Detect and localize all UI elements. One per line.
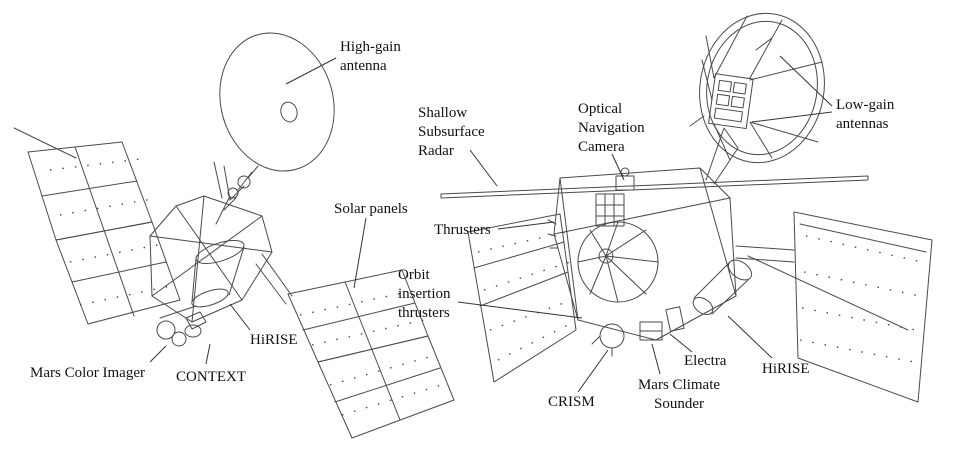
high-gain-dish-right-view [689, 12, 825, 185]
label-optical-navigation-camera: Optical Navigation Camera [578, 101, 645, 155]
spacecraft-bus-right-view [547, 167, 737, 341]
hirise-telescope-left-view [191, 239, 245, 308]
right-solar-array-right-view [735, 211, 933, 403]
label-electra: Electra [684, 353, 727, 369]
label-low-gain-antennas: Low-gain antennas [836, 97, 895, 132]
right-spacecraft-view [440, 12, 933, 403]
label-thrusters: Thrusters [434, 222, 491, 238]
label-mars-climate-sounder: Mars Climate Sounder [637, 377, 721, 412]
label-hirise-right: HiRISE [762, 361, 810, 377]
shallow-subsurface-radar-boom [440, 175, 869, 199]
bottom-instruments-right-view [591, 259, 753, 357]
label-context: CONTEXT [176, 369, 246, 385]
high-gain-antenna-dish [215, 32, 335, 225]
left-spacecraft-view [13, 32, 455, 439]
label-shallow-subsurface-radar: Shallow Subsurface Radar [418, 105, 485, 159]
spacecraft-bus-left-view [149, 161, 273, 323]
label-crism: CRISM [548, 394, 595, 410]
label-orbit-insertion-thrusters: Orbit insertion thrusters [398, 267, 451, 321]
label-hirise-left: HiRISE [250, 332, 298, 348]
instrument-cluster-left-view [156, 305, 207, 347]
label-high-gain-antenna: High-gain antenna [340, 39, 401, 74]
leader-lines-left-view [149, 57, 367, 365]
right-solar-array-left-view [255, 253, 455, 439]
label-solar-panels: Solar panels [334, 201, 408, 217]
left-solar-array [13, 127, 181, 325]
left-solar-array-right-view [467, 213, 577, 383]
leader-lines-right-view [457, 55, 833, 393]
label-mars-color-imager: Mars Color Imager [30, 365, 145, 381]
